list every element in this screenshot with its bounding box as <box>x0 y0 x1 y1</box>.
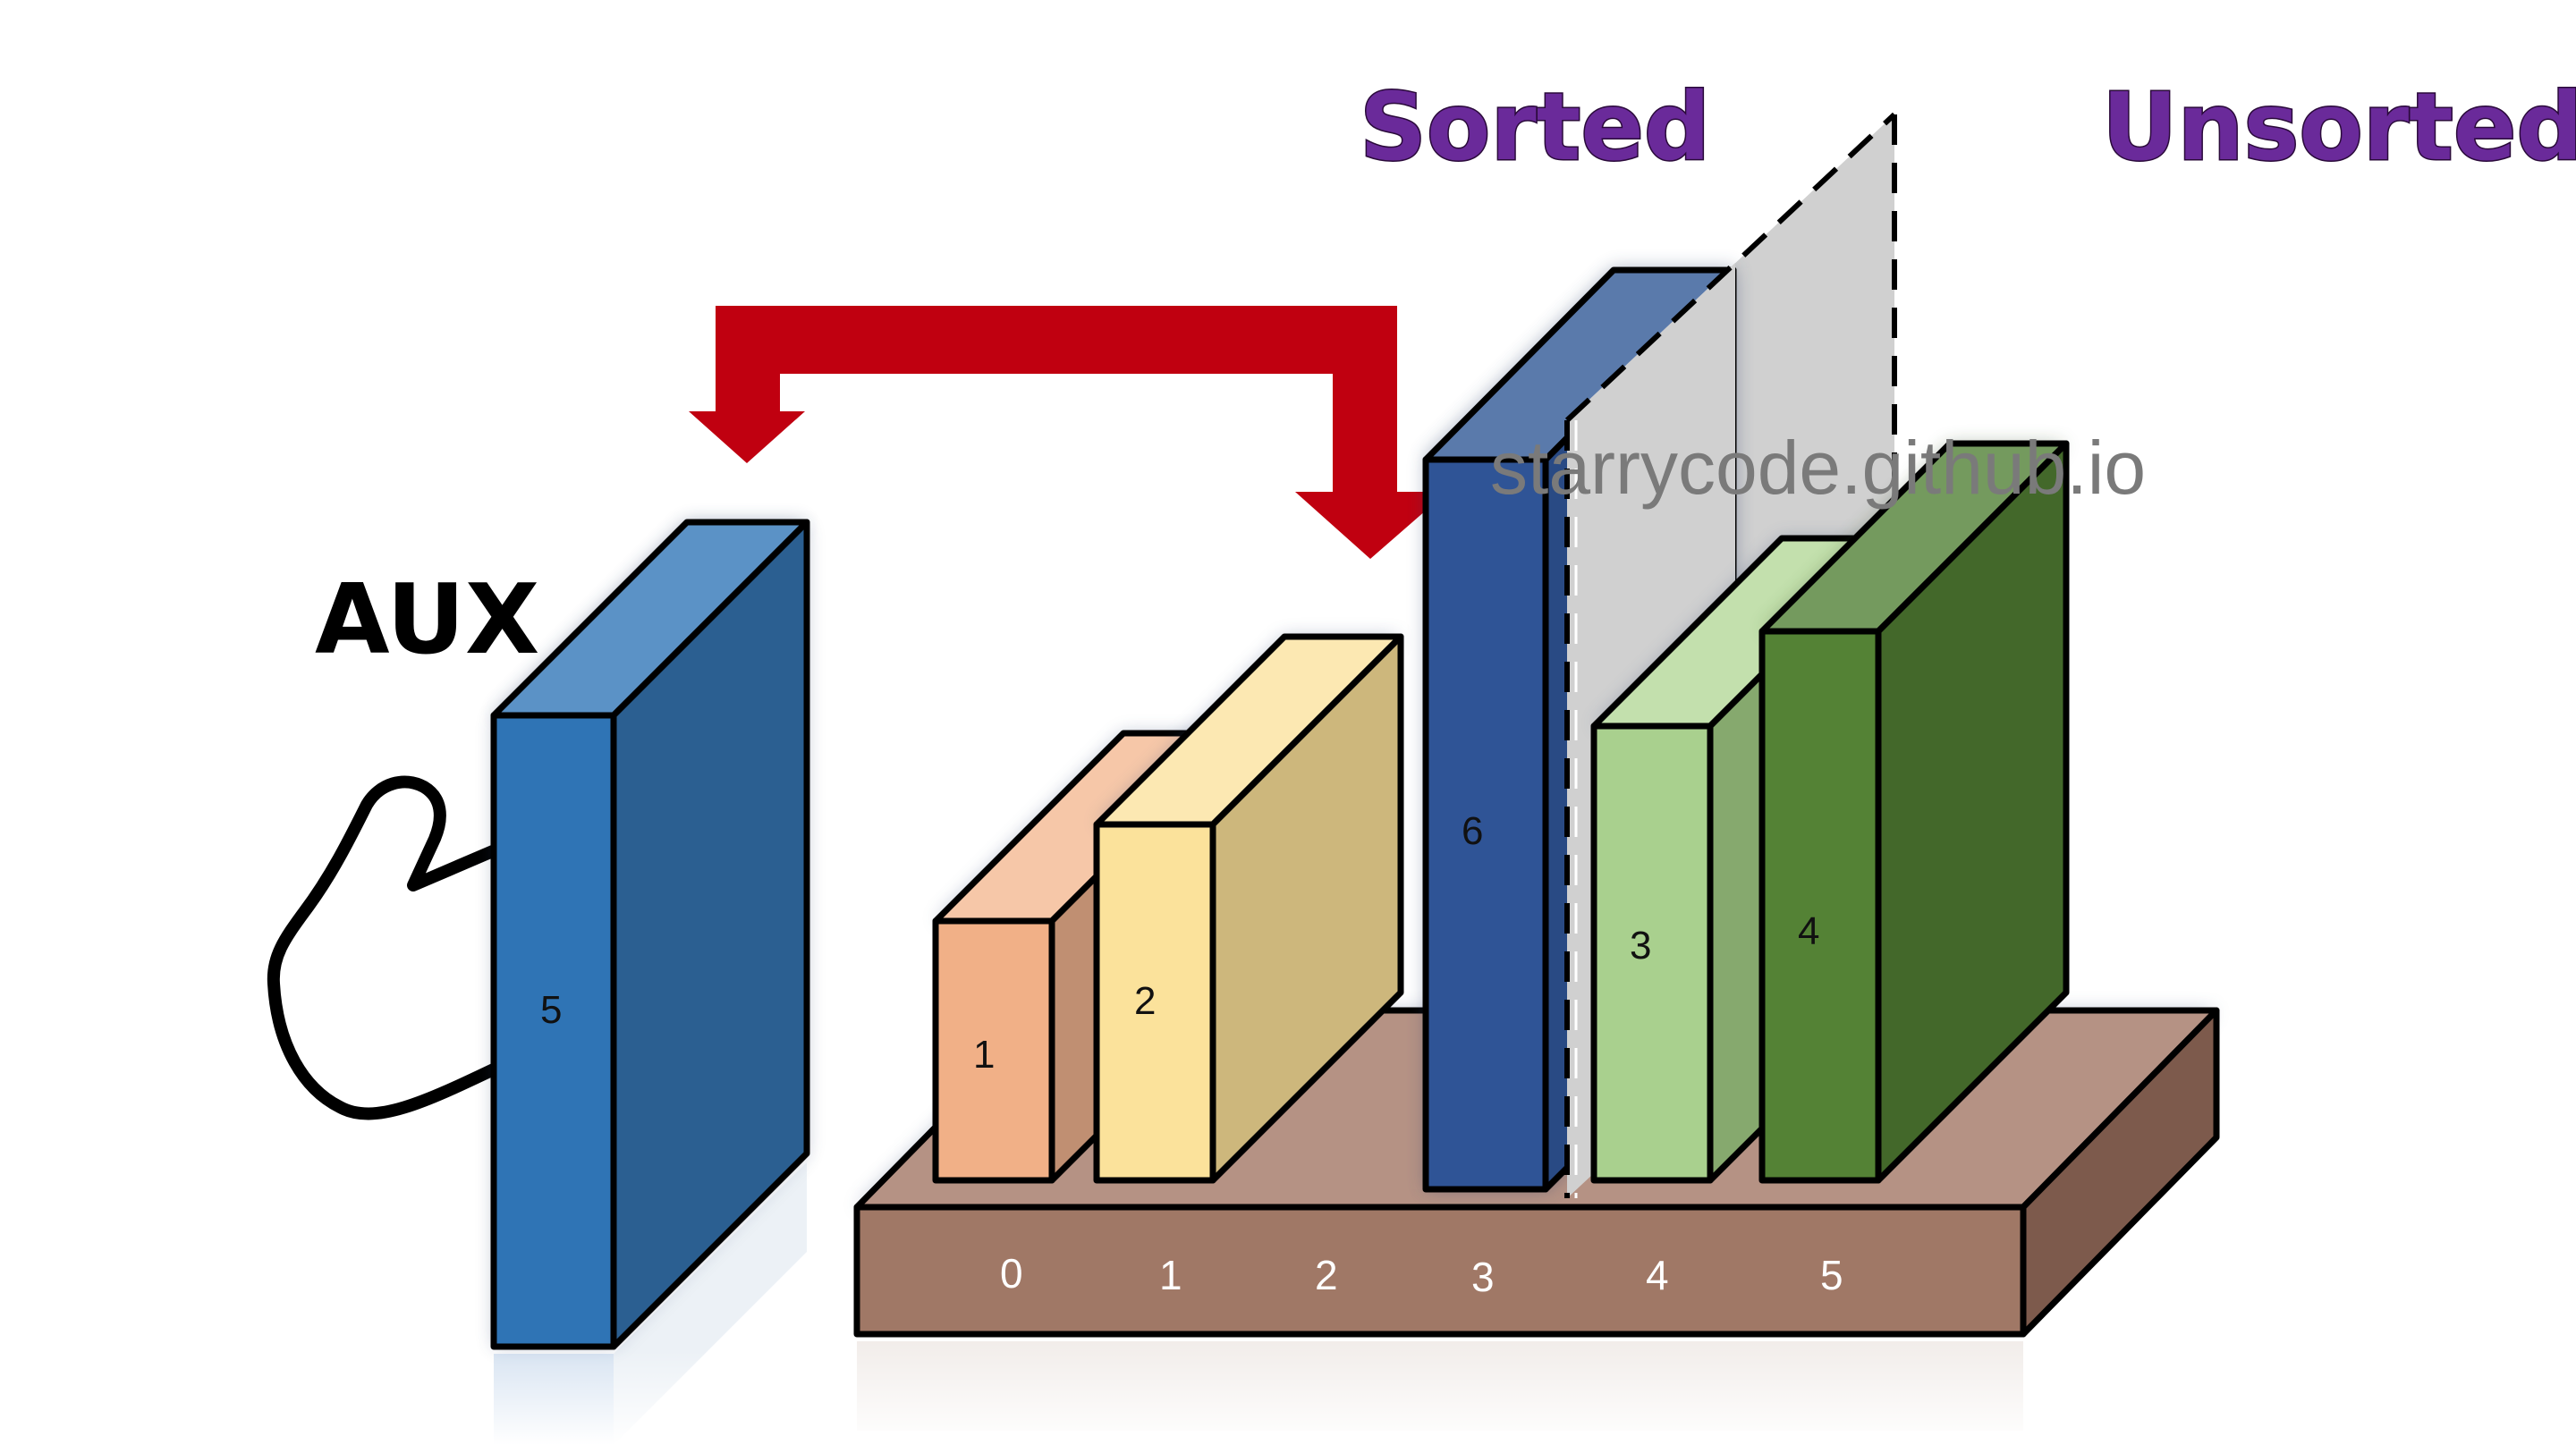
index-label-1: 1 <box>1159 1252 1182 1298</box>
index-label-0: 0 <box>1000 1250 1023 1297</box>
array-box-4: 4 <box>1758 440 2070 1184</box>
index-label-2: 2 <box>1315 1252 1338 1298</box>
array-box-2: 2 <box>1093 633 1404 1184</box>
array-box-4-value: 4 <box>1798 909 1819 953</box>
array-box-1-value: 1 <box>973 1033 995 1077</box>
aux-box-5: 5 <box>490 519 810 1350</box>
array-box-2-value: 2 <box>1134 979 1156 1023</box>
index-label-5: 5 <box>1820 1252 1843 1298</box>
sorted-label: Sorted <box>1360 72 1710 182</box>
hand-icon <box>267 775 507 1120</box>
swap-arrow <box>689 306 1447 559</box>
aux-box-5-value: 5 <box>540 988 562 1032</box>
aux-label: AUX <box>315 564 539 676</box>
watermark: starrycode.github.io <box>1490 426 2146 510</box>
index-label-3: 3 <box>1471 1254 1495 1300</box>
index-label-4: 4 <box>1646 1252 1669 1298</box>
array-box-3-value: 3 <box>1630 924 1651 968</box>
index-labels: 0 1 2 3 4 5 <box>1000 1250 1843 1300</box>
array-box-6-value: 6 <box>1462 809 1483 853</box>
unsorted-label: Unsorted <box>2102 72 2576 182</box>
